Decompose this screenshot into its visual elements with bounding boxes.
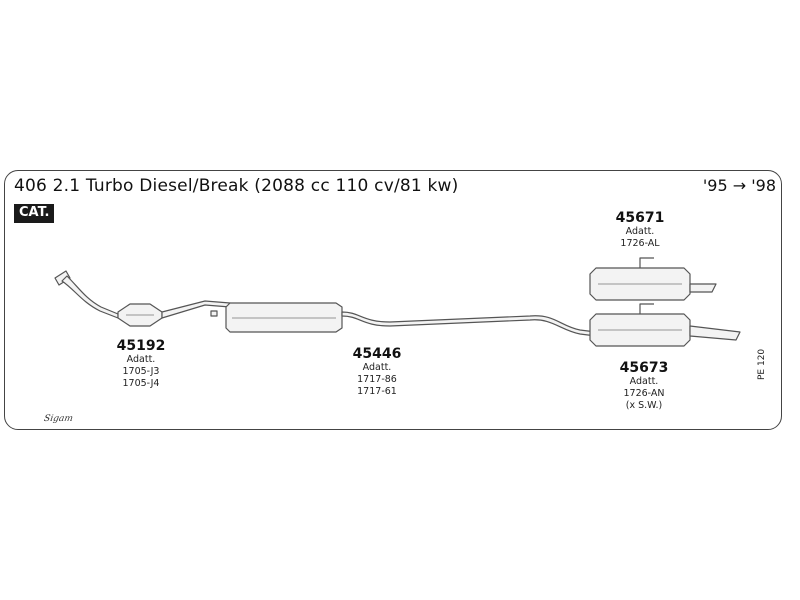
part-ref: 1717-86: [357, 374, 397, 385]
part-ref: 1717-61: [357, 386, 397, 397]
front-flange: [54, 270, 71, 286]
part-ref: 1705-J4: [122, 378, 160, 389]
part-ref: 1726-AL: [620, 238, 660, 249]
hanger-lower: [639, 303, 654, 314]
part-ref: 1726-AN: [623, 388, 665, 399]
middle-silencer: [225, 302, 343, 333]
part-45673: 45673 Adatt. 1726-AN (x S.W.): [614, 360, 674, 412]
year-range: '95 → '98: [702, 176, 776, 195]
part-ref: (x S.W.): [625, 400, 663, 411]
hanger-upper: [639, 257, 654, 268]
part-code: 45446: [352, 346, 402, 362]
part-ref: 1705-J3: [122, 366, 160, 377]
part-note: Adatt.: [625, 226, 655, 237]
part-code: 45673: [619, 360, 669, 376]
part-code: 45671: [615, 210, 665, 226]
part-note: Adatt.: [629, 376, 659, 387]
part-45671: 45671 Adatt. 1726-AL: [612, 210, 668, 250]
part-45446: 45446 Adatt. 1717-86 1717-61: [350, 346, 404, 398]
part-45192: 45192 Adatt. 1705-J3 1705-J4: [116, 338, 166, 390]
page-reference: PE 120: [757, 348, 767, 380]
part-note: Adatt.: [362, 362, 392, 373]
center-pipe: [341, 311, 597, 337]
brand-logo: Sigam: [43, 414, 74, 424]
pipe-clamp: [210, 310, 218, 317]
front-downpipe: [61, 275, 119, 319]
catalyst-badge: CAT.: [14, 204, 55, 223]
rear-tailpipe-upper: [689, 283, 717, 293]
part-code: 45192: [116, 338, 166, 354]
cat-outlet-pipe: [161, 300, 231, 319]
rear-tailpipe-lower: [689, 325, 741, 341]
vehicle-title: 406 2.1 Turbo Diesel/Break (2088 cc 110 …: [14, 176, 459, 196]
part-note: Adatt.: [126, 354, 156, 365]
